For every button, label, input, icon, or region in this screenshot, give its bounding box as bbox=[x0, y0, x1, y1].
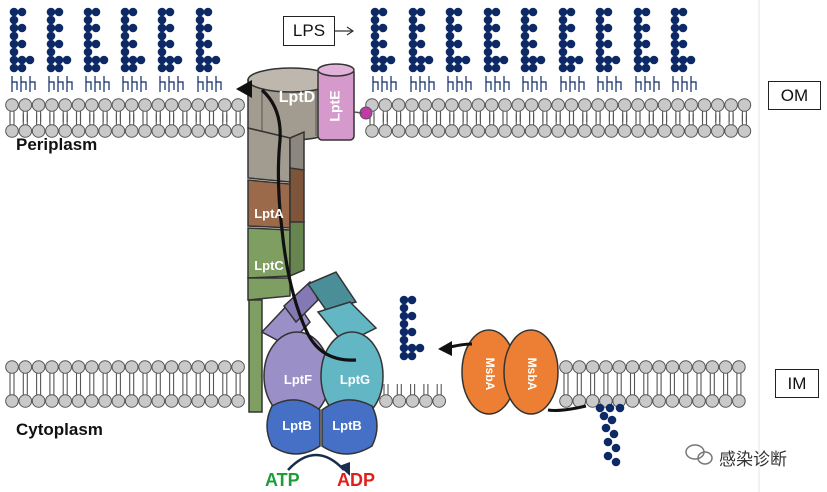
om-inner-leaflet bbox=[5, 114, 752, 138]
om-outer-leaflet bbox=[5, 98, 752, 122]
lps-transport-path bbox=[260, 88, 357, 362]
lptd-barrel bbox=[247, 67, 335, 141]
msba-dimer bbox=[461, 329, 559, 415]
wechat-icon bbox=[685, 444, 713, 465]
label-lptd: LptD bbox=[279, 89, 315, 106]
protein-labels: LptD LptE LptA LptC LptF LptG LptB LptB … bbox=[254, 89, 539, 433]
lptb-dimer bbox=[266, 399, 378, 455]
label-lpta: LptA bbox=[254, 206, 284, 221]
label-lpte: LptE bbox=[327, 90, 343, 121]
label-lptf: LptF bbox=[284, 372, 312, 387]
label-lptb-left: LptB bbox=[282, 418, 312, 433]
periplasm-label: Periplasm bbox=[16, 135, 98, 154]
lpte-plug bbox=[317, 63, 373, 141]
msba-arrowhead bbox=[438, 341, 452, 356]
msba-entry-path bbox=[547, 404, 587, 412]
label-lptc: LptC bbox=[254, 258, 284, 273]
im-label: IM bbox=[775, 369, 819, 398]
om-lps-molecules bbox=[9, 7, 697, 92]
cytoplasm-label: Cytoplasm bbox=[16, 420, 103, 439]
atp-arrowhead bbox=[339, 462, 350, 476]
im-inner-leaflet bbox=[5, 384, 746, 408]
im-lps-molecule bbox=[399, 295, 425, 361]
label-msba-right: MsbA bbox=[525, 358, 539, 391]
atp-label: ATP bbox=[265, 470, 300, 490]
transport-arrowhead bbox=[236, 80, 252, 98]
label-msba-left: MsbA bbox=[483, 358, 497, 391]
label-lptg: LptG bbox=[340, 372, 370, 387]
im-outer-leaflet bbox=[5, 360, 746, 384]
cyto-lps-molecule bbox=[595, 403, 625, 467]
atp-hydrolysis-arrow bbox=[287, 453, 345, 471]
om-label: OM bbox=[768, 81, 821, 110]
lps-pointer-head bbox=[346, 26, 355, 36]
watermark-text: 感染诊断 bbox=[719, 450, 787, 470]
lps-label: LPS bbox=[283, 16, 335, 46]
adp-label: ADP bbox=[337, 470, 376, 490]
outer-membrane bbox=[5, 98, 752, 138]
label-lptb-right: LptB bbox=[332, 418, 362, 433]
inner-membrane bbox=[5, 360, 746, 408]
